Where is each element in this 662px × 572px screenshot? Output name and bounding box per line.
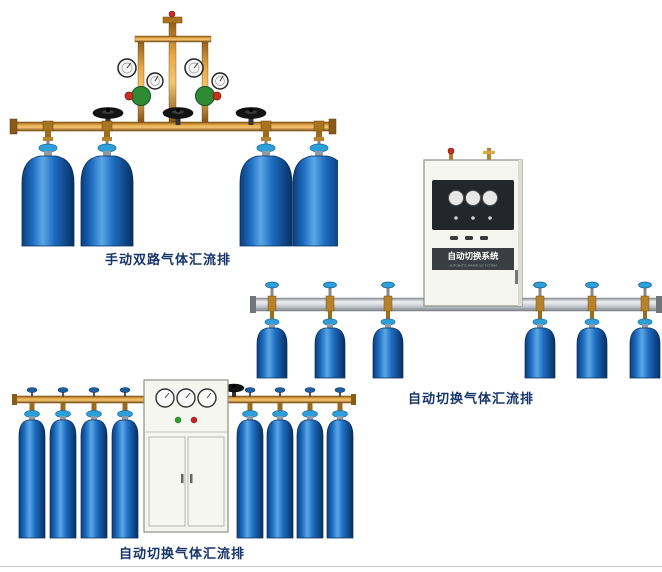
pipe-end-cap	[328, 118, 337, 135]
outlet-riser-pipes	[134, 10, 212, 125]
gas-cylinder	[80, 120, 134, 247]
gas-cylinder	[80, 387, 108, 539]
pressure-gauge	[482, 190, 498, 206]
cabinet-vent	[450, 236, 458, 240]
gas-cylinder	[314, 281, 346, 379]
caption-auto-switch-manifold-2: 自动切换气体汇流排	[118, 547, 245, 562]
cabinet-door-right	[187, 436, 225, 527]
cabinet-handle	[190, 474, 193, 483]
pipe-end-cap	[351, 394, 356, 405]
cabinet-nameplate	[432, 248, 514, 270]
figure-manual-dual-manifold	[8, 6, 338, 248]
gas-cylinder	[21, 120, 75, 247]
pipe-end-cap	[9, 118, 18, 135]
indicator-light-red	[190, 416, 198, 424]
control-cabinet	[143, 379, 229, 533]
gas-cylinder	[524, 281, 556, 379]
control-cabinet: 自动切换系统 AUTOMATIC MANIFOLD SYSTEM	[423, 159, 523, 307]
pressure-gauge	[465, 190, 481, 206]
valve-knob	[447, 148, 455, 155]
figure-auto-switch-manifold-1: 自动切换系统 AUTOMATIC MANIFOLD SYSTEM	[250, 148, 662, 380]
gas-cylinder	[236, 387, 264, 539]
gas-cylinder	[296, 387, 324, 539]
pressure-gauge	[448, 190, 464, 206]
caption-manual-dual-manifold: 手动双路气体汇流排	[104, 253, 231, 268]
pipe-end-cap	[12, 394, 17, 405]
indicator-light-green	[174, 416, 182, 424]
regulator-knob	[124, 91, 134, 101]
figure-auto-switch-manifold-2	[12, 376, 356, 542]
top-valve-knob	[168, 10, 176, 18]
auto-switch-manifold-illustration: 自动切换系统 AUTOMATIC MANIFOLD SYSTEM	[250, 148, 662, 379]
gas-cylinder	[326, 387, 354, 539]
cabinet-title-text: 自动切换系统	[447, 251, 499, 262]
cabinet-handle	[181, 474, 184, 483]
gas-cylinder	[256, 281, 288, 379]
gas-cylinder	[372, 281, 404, 379]
cabinet-vent	[480, 236, 488, 240]
gas-cylinder	[266, 387, 294, 539]
gas-cylinder	[49, 387, 77, 539]
manual-dual-manifold-illustration	[9, 10, 338, 247]
rail-end-cap	[656, 296, 662, 313]
manifold-header-pipe	[9, 118, 337, 135]
gas-cylinder	[18, 387, 46, 539]
cabinet-top-pipes	[447, 148, 495, 162]
gas-cylinder	[111, 387, 139, 539]
gas-cylinder	[629, 281, 661, 379]
pressure-regulator-right	[184, 58, 229, 106]
regulator-body	[195, 86, 215, 106]
caption-auto-switch-manifold-1: 自动切换气体汇流排	[407, 392, 534, 407]
regulator-knob	[212, 91, 222, 101]
cabinet-handle	[515, 270, 518, 284]
page-bottom-divider	[0, 566, 662, 567]
rail-end-cap	[250, 296, 256, 313]
pressure-regulator-left	[117, 58, 164, 106]
cabinet-subtitle-text: AUTOMATIC MANIFOLD SYSTEM	[449, 264, 497, 268]
regulator-body	[131, 86, 151, 106]
cabinet-door-left	[148, 436, 186, 527]
auto-switch-manifold-2-illustration	[12, 379, 356, 539]
gas-cylinder	[576, 281, 608, 379]
cabinet-vent	[465, 236, 473, 240]
